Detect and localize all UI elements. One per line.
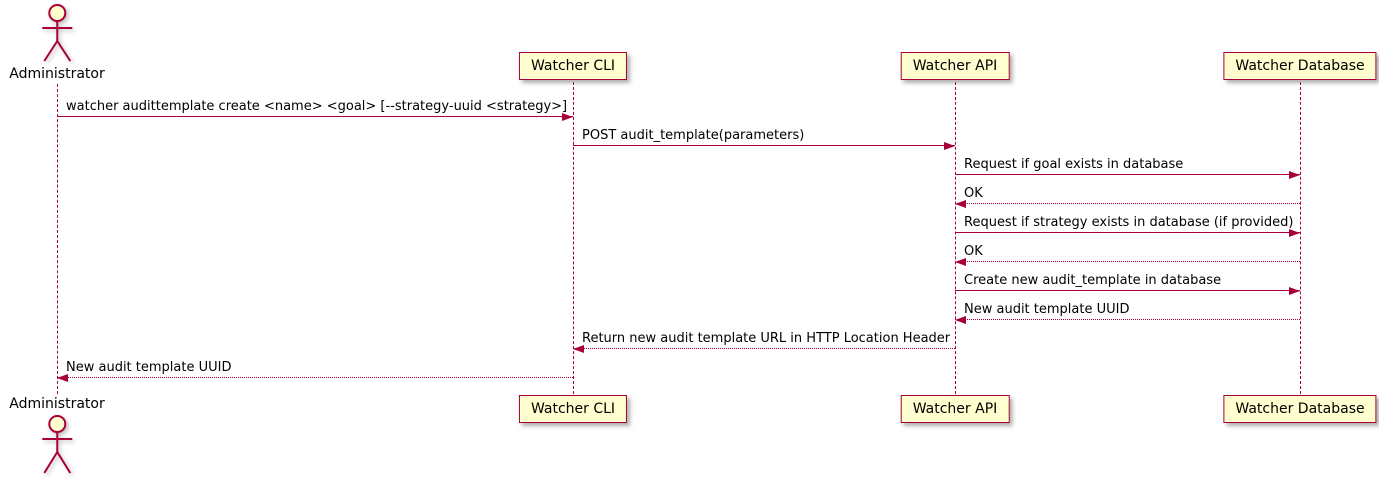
participant-box-watcher-cli-bottom: Watcher CLI: [518, 395, 628, 423]
message-db-to-api: New audit template UUID: [955, 300, 1300, 324]
actor-administrator-bottom: Administrator: [9, 396, 105, 477]
participant-label-watcher-database: Watcher Database: [1235, 401, 1365, 417]
message-db-to-api: OK: [955, 184, 1300, 208]
message-api-to-db: Request if goal exists in database: [955, 155, 1300, 179]
participant-label-watcher-api: Watcher API: [912, 58, 998, 74]
message-label: New audit template UUID: [66, 360, 232, 375]
message-admin-to-cli: watcher audittemplate create <name> <goa…: [57, 97, 573, 121]
arrowhead-icon: [955, 258, 966, 266]
lifeline-watcher-api: [954, 82, 956, 394]
participant-label-administrator: Administrator: [9, 396, 105, 412]
arrowhead-icon: [944, 142, 955, 150]
message-label: OK: [964, 186, 983, 201]
participant-label-watcher-cli: Watcher CLI: [530, 58, 616, 74]
arrowhead-icon: [1289, 171, 1300, 179]
message-cli-to-api: POST audit_template(parameters): [573, 126, 955, 150]
arrowhead-icon: [1289, 229, 1300, 237]
participant-box-watcher-database-top: Watcher Database: [1223, 52, 1377, 80]
lifeline-watcher-database: [1299, 82, 1301, 394]
message-label: Return new audit template URL in HTTP Lo…: [582, 331, 951, 346]
message-label: OK: [964, 244, 983, 259]
message-api-to-db: Request if strategy exists in database (…: [955, 213, 1300, 237]
message-label: New audit template UUID: [964, 302, 1130, 317]
message-api-to-cli: Return new audit template URL in HTTP Lo…: [573, 329, 955, 353]
arrowhead-icon: [57, 374, 68, 382]
participant-label-watcher-cli: Watcher CLI: [530, 401, 616, 417]
arrowhead-icon: [955, 316, 966, 324]
participant-box-watcher-database-bottom: Watcher Database: [1223, 395, 1377, 423]
message-label: POST audit_template(parameters): [582, 128, 805, 143]
message-label: Request if strategy exists in database (…: [964, 215, 1294, 230]
message-api-to-db: Create new audit_template in database: [955, 271, 1300, 295]
participant-label-watcher-database: Watcher Database: [1235, 58, 1365, 74]
message-cli-to-admin: New audit template UUID: [57, 358, 573, 382]
person-icon: [42, 415, 72, 474]
message-label: Request if goal exists in database: [964, 157, 1184, 172]
actor-administrator-top: Administrator: [9, 3, 105, 82]
arrowhead-icon: [562, 113, 573, 121]
participant-label-administrator: Administrator: [9, 66, 105, 82]
message-label: watcher audittemplate create <name> <goa…: [66, 99, 568, 114]
message-label: Create new audit_template in database: [964, 273, 1222, 288]
lifeline-administrator: [56, 84, 58, 394]
participant-box-watcher-cli-top: Watcher CLI: [518, 52, 628, 80]
arrowhead-icon: [955, 200, 966, 208]
participant-box-watcher-api-bottom: Watcher API: [900, 395, 1010, 423]
arrowhead-icon: [573, 345, 584, 353]
participant-label-watcher-api: Watcher API: [912, 401, 998, 417]
person-icon: [42, 4, 72, 62]
arrowhead-icon: [1289, 287, 1300, 295]
lifeline-watcher-cli: [572, 82, 574, 394]
participant-box-watcher-api-top: Watcher API: [900, 52, 1010, 80]
message-db-to-api: OK: [955, 242, 1300, 266]
